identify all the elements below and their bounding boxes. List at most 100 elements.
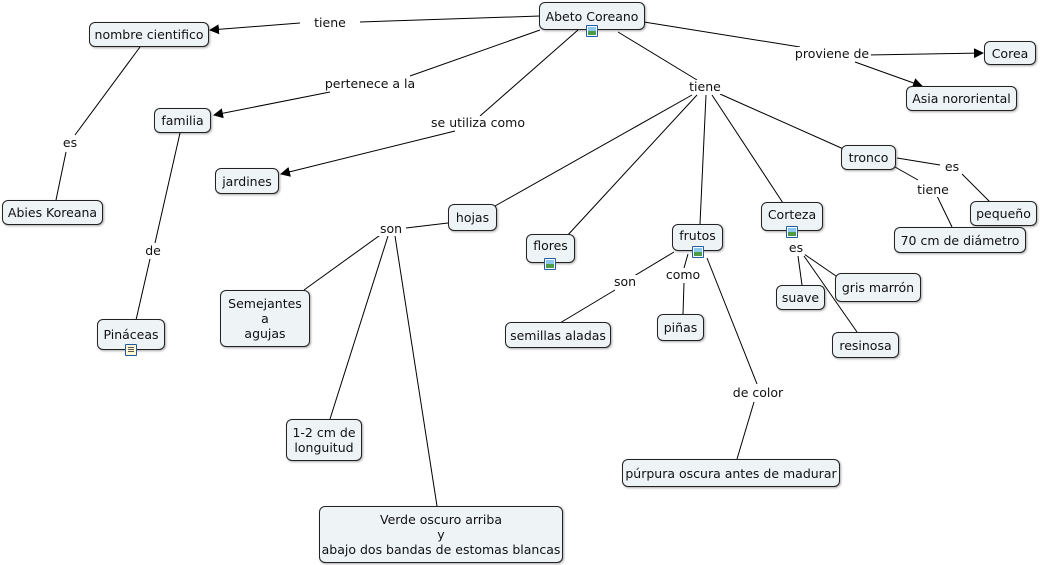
concept-jardines[interactable]: jardines [215,168,279,194]
node-label: abajo dos bandas de estomas blancas [321,542,561,557]
link-line [135,258,151,321]
node-label: suave [781,290,820,305]
link-label-proviene: proviene de [792,46,872,61]
link-label-de-color: de color [730,385,786,400]
link-line [494,94,693,207]
link-line [719,93,849,152]
node-label: Semejantes [228,296,302,311]
link-line [329,235,389,420]
concept-verde-oscuro[interactable]: Verde oscuro arriba y abajo dos bandas d… [319,506,563,563]
concept-abies-koreana[interactable]: Abies Koreana [2,200,103,225]
node-label: agujas [244,326,286,341]
node-label: frutos [679,228,716,243]
link-label-son-hojas: son [377,221,405,236]
image-icon[interactable] [586,25,598,37]
link-line [803,255,858,333]
link-line [633,251,675,277]
link-label-es-tronco: es [942,159,962,174]
link-label-utiliza: se utiliza como [429,115,527,130]
link-line [617,31,698,81]
node-label: gris marrón [841,280,915,295]
link-line [699,94,707,225]
link-label-es-corteza: es [786,240,806,255]
concept-70cm-diametro[interactable]: 70 cm de diámetro [894,227,1026,253]
node-label: púrpura oscura antes de madurar [625,465,837,481]
concept-gris-marron[interactable]: gris marrón [835,273,921,302]
node-label: Asia nororiental [912,91,1011,106]
link-line [736,401,755,460]
link-label-pertenece: pertenece a la [322,76,418,91]
link-line [154,132,181,244]
node-label: 70 cm de diámetro [900,232,1020,248]
concept-semejantes-agujas[interactable]: Semejantes a agujas [220,290,310,347]
link-label-tiene-mid: tiene [687,79,723,94]
concept-corea[interactable]: Corea [984,41,1036,65]
link-line [559,289,616,324]
link-line [394,235,438,507]
link-label-son-frutos: son [611,274,639,289]
concept-suave[interactable]: suave [776,285,825,310]
concept-longitud[interactable]: 1-2 cm de longuitud [286,419,362,461]
concept-hojas[interactable]: hojas [448,204,497,231]
node-label: Verde oscuro arriba [379,512,502,527]
link-label-tiene-tronco: tiene [915,182,951,197]
node-label: Pináceas [103,327,159,342]
concept-familia[interactable]: familia [154,108,211,133]
node-label: tronco [848,150,889,165]
node-label: a [261,311,269,326]
link-line [797,255,803,286]
link-line [803,253,837,277]
link-line [565,94,698,238]
concept-pequeno[interactable]: pequeño [970,201,1037,226]
link-line [961,173,991,203]
document-icon[interactable] [125,344,137,356]
link-label-como: como [663,267,703,282]
node-label: pequeño [976,206,1031,221]
node-label: resinosa [839,337,892,353]
link-line [706,257,758,385]
concept-tronco[interactable]: tronco [841,145,896,170]
node-label: Corea [991,45,1029,61]
node-label: longuitud [294,440,354,455]
link-line [711,94,784,204]
concept-nombre-cientifico[interactable]: nombre cientifico [89,22,209,47]
node-label: Abeto Coreano [545,8,639,24]
link-label-tiene: tiene [312,15,348,30]
link-line [55,151,67,201]
link-label-es: es [60,135,80,150]
link-line [409,29,541,77]
image-icon[interactable] [786,226,798,238]
concept-purpura-oscura[interactable]: púrpura oscura antes de madurar [622,459,840,487]
link-line [643,21,801,48]
link-line [854,61,923,88]
concept-pinas[interactable]: piñas [657,314,704,341]
concept-flores[interactable]: flores [526,234,575,263]
link-line [213,91,331,119]
concept-asia-nororiental[interactable]: Asia nororiental [906,86,1017,111]
link-line [405,222,449,229]
link-line [303,232,384,291]
node-label: Corteza [767,207,817,222]
link-line [896,157,941,166]
node-label: hojas [455,210,490,225]
link-line [894,166,919,181]
node-label: jardines [222,173,272,189]
link-line [280,130,456,177]
link-line [936,195,953,228]
node-label: flores [533,238,568,253]
link-line [683,253,689,269]
link-line [865,48,984,59]
node-label: y [437,527,445,542]
link-line [74,46,141,136]
link-label-de: de [143,243,163,258]
image-icon[interactable] [544,258,556,270]
concept-resinosa[interactable]: resinosa [832,332,899,358]
image-icon[interactable] [692,246,704,258]
concept-semillas-aladas[interactable]: semillas aladas [505,322,611,348]
node-label: Abies Koreana [7,205,98,220]
node-label: piñas [663,320,698,335]
node-label: familia [161,113,204,128]
node-label: semillas aladas [510,327,606,343]
link-line [479,29,579,117]
link-line [682,282,685,315]
